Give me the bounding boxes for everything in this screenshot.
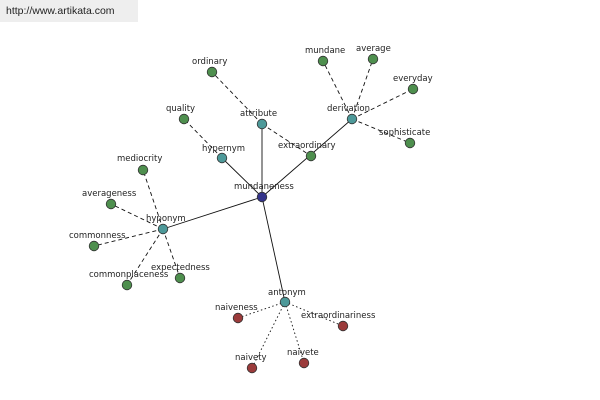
center-node[interactable] xyxy=(256,191,268,203)
graph-edges xyxy=(93,58,414,369)
leaf-node-naivety[interactable] xyxy=(246,362,258,374)
leaf-node-mundane[interactable] xyxy=(317,55,329,67)
leaf-node-ordinary[interactable] xyxy=(206,66,218,78)
leaf-node-extraordinariness[interactable] xyxy=(337,320,349,332)
leaf-node-naiveness[interactable] xyxy=(232,312,244,324)
leaf-label-mundane[interactable]: mundane xyxy=(305,46,345,56)
edge-center-hyponym xyxy=(162,196,263,230)
edge-attribute-extraordinary xyxy=(261,123,312,157)
leaf-node-expectedness[interactable] xyxy=(174,272,186,284)
edge-attribute-ordinary xyxy=(211,71,263,125)
leaf-label-sophisticate[interactable]: sophisticate xyxy=(379,128,430,138)
edge-antonym-naiveness xyxy=(237,301,286,319)
leaf-node-naivete[interactable] xyxy=(298,357,310,369)
leaf-label-averageness[interactable]: averageness xyxy=(82,189,137,199)
leaf-label-everyday[interactable]: everyday xyxy=(393,74,433,84)
edge-hyponym-expectedness xyxy=(162,228,181,279)
edge-antonym-naivete xyxy=(284,301,305,364)
leaf-label-mediocrity[interactable]: mediocrity xyxy=(117,154,162,164)
leaf-label-naiveness[interactable]: naiveness xyxy=(215,303,258,313)
leaf-node-sophisticate[interactable] xyxy=(404,137,416,149)
leaf-label-commonplaceness[interactable]: commonplaceness xyxy=(89,270,169,280)
relation-node-attribute[interactable] xyxy=(256,118,268,130)
leaf-label-naivety[interactable]: naivety xyxy=(235,353,267,363)
leaf-label-extraordinariness[interactable]: extraordinariness xyxy=(301,311,376,321)
leaf-node-average[interactable] xyxy=(367,53,379,65)
relation-label-hypernym[interactable]: hypernym xyxy=(202,144,245,154)
edge-center-hypernym xyxy=(221,157,263,198)
relation-node-antonym[interactable] xyxy=(279,296,291,308)
graph-labels: mediocrity averageness commonness commonpla… xyxy=(69,44,433,363)
leaf-node-extraordinary[interactable] xyxy=(305,150,317,162)
leaf-label-extraordinary[interactable]: extraordinary xyxy=(278,141,336,151)
source-url[interactable]: http://www.artikata.com xyxy=(0,0,138,22)
leaf-node-mediocrity[interactable] xyxy=(137,164,149,176)
relation-label-hyponym[interactable]: hyponym xyxy=(146,214,186,224)
edge-derivation-average xyxy=(351,58,374,120)
leaf-label-commonness[interactable]: commonness xyxy=(69,231,126,241)
edge-hyponym-commonness xyxy=(93,228,164,247)
edge-center-antonym xyxy=(261,196,286,303)
leaf-label-naivete[interactable]: naivete xyxy=(287,348,319,358)
graph-nodes xyxy=(88,53,419,374)
center-label[interactable]: mundaneness xyxy=(234,182,294,192)
edge-hyponym-mediocrity xyxy=(142,169,164,230)
leaf-node-averageness[interactable] xyxy=(105,198,117,210)
relation-node-derivation[interactable] xyxy=(346,113,358,125)
edge-derivation-everyday xyxy=(351,88,414,120)
leaf-label-average[interactable]: average xyxy=(356,44,391,54)
leaf-label-quality[interactable]: quality xyxy=(166,104,195,114)
leaf-node-quality[interactable] xyxy=(178,113,190,125)
edge-hypernym-quality xyxy=(183,118,223,159)
relation-label-attribute[interactable]: attribute xyxy=(240,109,277,119)
leaf-label-ordinary[interactable]: ordinary xyxy=(192,57,227,67)
leaf-label-expectedness[interactable]: expectedness xyxy=(151,263,210,273)
relation-node-hypernym[interactable] xyxy=(216,152,228,164)
edge-antonym-naivety xyxy=(251,301,286,369)
edge-derivation-sophisticate xyxy=(351,118,411,144)
edge-hyponym-averageness xyxy=(110,203,164,230)
edge-derivation-mundane xyxy=(322,60,353,120)
leaf-node-everyday[interactable] xyxy=(407,83,419,95)
edge-antonym-extraordinariness xyxy=(284,301,344,327)
relation-label-derivation[interactable]: derivation xyxy=(327,104,370,114)
leaf-node-commonplaceness[interactable] xyxy=(121,279,133,291)
relation-node-hyponym[interactable] xyxy=(157,223,169,235)
relation-label-antonym[interactable]: antonym xyxy=(268,288,306,298)
leaf-node-commonness[interactable] xyxy=(88,240,100,252)
